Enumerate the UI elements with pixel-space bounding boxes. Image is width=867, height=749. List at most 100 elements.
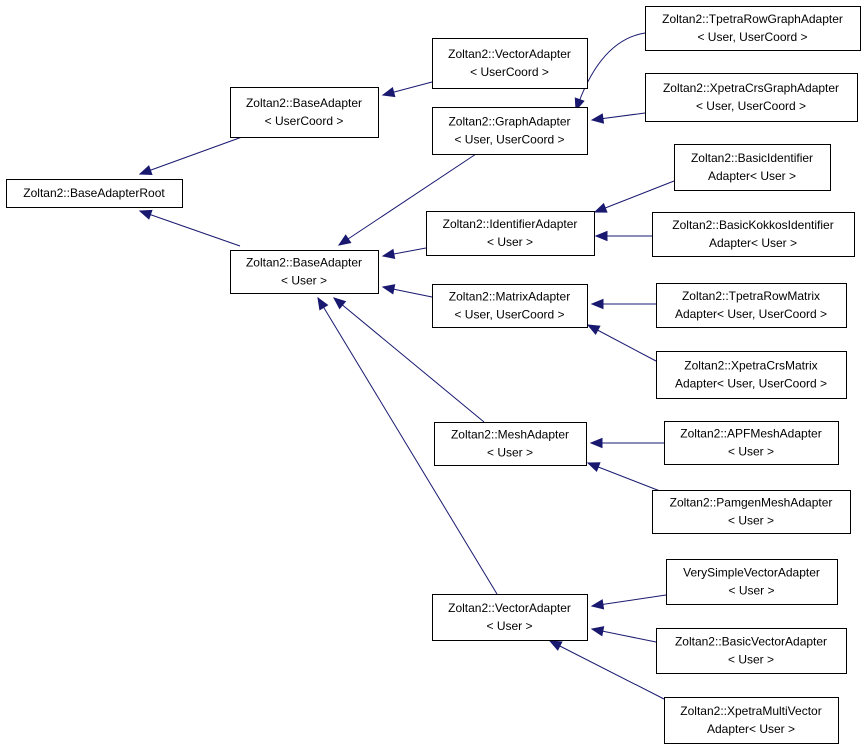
- class-box: [432, 594, 588, 641]
- class-name-label: Zoltan2::BaseAdapter: [246, 256, 362, 270]
- inheritance-arrowhead: [594, 230, 608, 242]
- edge-line: [575, 32, 646, 111]
- class-node-basic-vector[interactable]: Zoltan2::BasicVectorAdapter< User >: [656, 628, 847, 674]
- class-template-label: < User, UserCoord >: [454, 308, 564, 322]
- class-box: [645, 73, 858, 122]
- class-name-label: Zoltan2::BaseAdapter: [246, 96, 362, 110]
- class-template-label: Adapter< User >: [707, 722, 795, 736]
- inheritance-arrowhead: [593, 202, 608, 213]
- class-node-tpetra-graph[interactable]: Zoltan2::TpetraRowGraphAdapter< User, Us…: [645, 6, 861, 51]
- class-name-label: Zoltan2::VectorAdapter: [448, 47, 571, 61]
- class-box: [656, 628, 847, 674]
- class-name-label: Zoltan2::TpetraRowGraphAdapter: [662, 12, 843, 26]
- inheritance-arrowhead: [590, 298, 604, 310]
- class-template-label: < User, UserCoord >: [696, 99, 806, 113]
- inheritance-edge-vec_u-to-base_u: [317, 296, 498, 595]
- class-node-apf-mesh[interactable]: Zoltan2::APFMeshAdapter< User >: [664, 421, 839, 465]
- class-node-very-simple[interactable]: VerySimpleVectorAdapter< User >: [666, 559, 838, 605]
- class-box: [230, 250, 379, 294]
- inheritance-edge-matrix-to-base_u: [381, 284, 433, 298]
- class-node-mesh[interactable]: Zoltan2::MeshAdapter< User >: [434, 422, 587, 466]
- class-node-base-u[interactable]: Zoltan2::BaseAdapter< User >: [230, 250, 379, 294]
- inheritance-edge-kokkos_ident-to-ident: [594, 230, 652, 242]
- class-box: [656, 351, 847, 399]
- class-node-ident[interactable]: Zoltan2::IdentifierAdapter< User >: [426, 211, 595, 256]
- class-name-label: Zoltan2::VectorAdapter: [448, 601, 571, 615]
- class-template-label: < User >: [487, 446, 533, 460]
- inheritance-edge-base_u-to-root: [138, 209, 241, 247]
- class-template-label: Adapter< User, UserCoord >: [675, 307, 827, 321]
- class-box: [432, 284, 588, 328]
- inheritance-arrowhead: [337, 234, 352, 246]
- inheritance-edge-base_uc-to-root: [138, 136, 243, 176]
- inheritance-edge-graph-to-base_u: [337, 153, 477, 246]
- inheritance-arrowhead: [589, 437, 603, 449]
- class-name-label: Zoltan2::BaseAdapterRoot: [23, 186, 165, 200]
- inheritance-edges: [138, 32, 675, 700]
- inheritance-edge-tpetra_matrix-to-matrix: [590, 298, 656, 310]
- edge-line: [587, 324, 657, 362]
- class-node-base-uc[interactable]: Zoltan2::BaseAdapter< UserCoord >: [230, 87, 379, 138]
- class-box: [230, 87, 379, 138]
- inheritance-arrowhead: [586, 324, 601, 336]
- class-name-label: Zoltan2::MeshAdapter: [451, 428, 569, 442]
- inheritance-edge-basic_ident-to-ident: [593, 180, 675, 213]
- class-template-label: < User >: [728, 514, 774, 528]
- class-box: [652, 490, 851, 534]
- class-box: [652, 212, 855, 257]
- inheritance-edge-ident-to-base_u: [381, 247, 427, 260]
- class-template-label: < User >: [486, 619, 532, 633]
- class-template-label: < UserCoord >: [265, 114, 344, 128]
- class-box: [432, 107, 588, 155]
- inheritance-arrowhead: [381, 86, 396, 98]
- class-name-label: Zoltan2::PamgenMeshAdapter: [670, 496, 833, 510]
- class-box: [645, 6, 861, 51]
- class-template-label: Adapter< User >: [708, 169, 796, 183]
- class-nodes: Zoltan2::BaseAdapterRootZoltan2::BaseAda…: [6, 6, 861, 744]
- class-template-label: < User >: [728, 445, 774, 459]
- inheritance-arrowhead: [590, 626, 605, 637]
- class-name-label: Zoltan2::MatrixAdapter: [449, 290, 570, 304]
- class-node-vec-u[interactable]: Zoltan2::VectorAdapter< User >: [432, 594, 588, 641]
- class-node-graph[interactable]: Zoltan2::GraphAdapter< User, UserCoord >: [432, 107, 588, 155]
- inheritance-edge-xpetra_matrix-to-matrix: [586, 324, 657, 362]
- inheritance-arrowhead: [590, 599, 605, 610]
- class-name-label: Zoltan2::BasicKokkosIdentifier: [672, 218, 833, 232]
- class-node-root[interactable]: Zoltan2::BaseAdapterRoot: [6, 179, 183, 208]
- inheritance-arrowhead: [381, 248, 396, 260]
- class-template-label: < User, UserCoord >: [697, 30, 807, 44]
- edge-line: [333, 297, 485, 423]
- edge-line: [317, 297, 498, 595]
- class-template-label: < User >: [487, 235, 533, 249]
- inheritance-arrowhead: [138, 165, 153, 176]
- class-box: [434, 422, 587, 466]
- inheritance-arrowhead: [590, 113, 605, 124]
- class-template-label: Adapter< User >: [709, 236, 797, 250]
- inheritance-edge-very_simple-to-vec_u: [590, 594, 667, 610]
- class-box: [664, 421, 839, 465]
- class-box: [656, 283, 847, 328]
- edge-line: [587, 462, 661, 492]
- class-name-label: Zoltan2::BasicVectorAdapter: [675, 635, 827, 649]
- class-node-xpetra-graph[interactable]: Zoltan2::XpetraCrsGraphAdapter< User, Us…: [645, 73, 858, 122]
- class-name-label: Zoltan2::TpetraRowMatrix: [682, 289, 820, 303]
- class-node-matrix[interactable]: Zoltan2::MatrixAdapter< User, UserCoord …: [432, 284, 588, 328]
- edge-line: [139, 136, 243, 175]
- class-node-vec-uc[interactable]: Zoltan2::VectorAdapter< UserCoord >: [432, 38, 588, 89]
- class-name-label: Zoltan2::APFMeshAdapter: [680, 427, 821, 441]
- class-box: [6, 179, 183, 208]
- class-name-label: Zoltan2::XpetraCrsMatrix: [684, 359, 817, 373]
- inheritance-edge-xpetra_graph-to-graph: [590, 112, 646, 124]
- class-template-label: < User, UserCoord >: [454, 133, 564, 147]
- class-node-pamgen-mesh[interactable]: Zoltan2::PamgenMeshAdapter< User >: [652, 490, 851, 534]
- class-name-label: VerySimpleVectorAdapter: [683, 566, 820, 580]
- inheritance-arrowhead: [586, 462, 601, 473]
- class-name-label: Zoltan2::IdentifierAdapter: [443, 217, 578, 231]
- inheritance-arrowhead: [317, 296, 329, 311]
- inheritance-arrowhead: [548, 640, 563, 651]
